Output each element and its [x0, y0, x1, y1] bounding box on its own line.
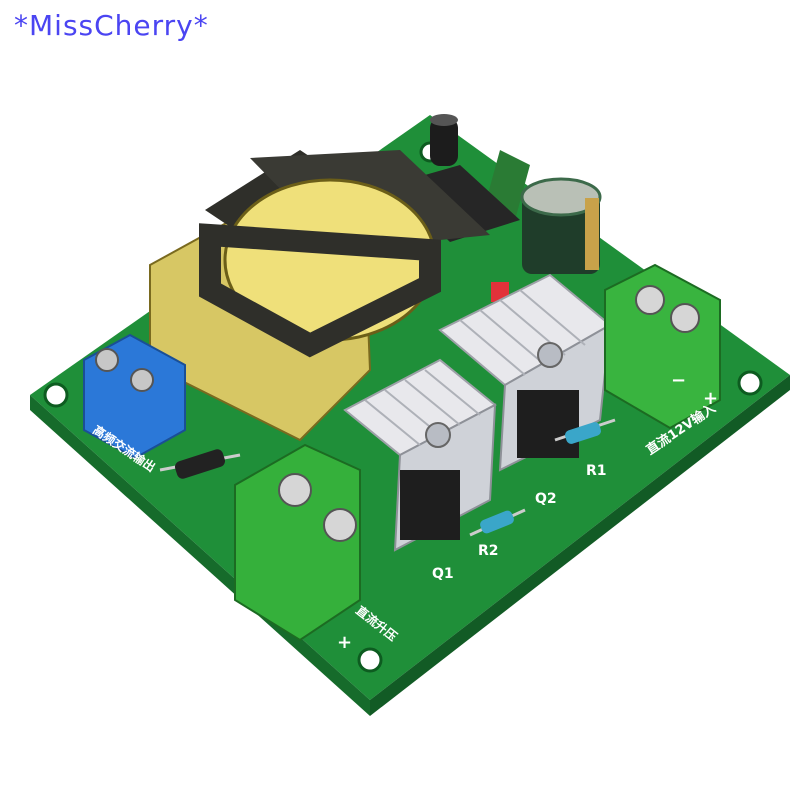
heatsink-q2 — [438, 273, 612, 472]
mounting-hole — [737, 370, 763, 396]
label-r2: R2 — [478, 543, 499, 559]
pcb-edge — [30, 395, 370, 716]
terminal-plus-sign: + — [703, 388, 718, 409]
resistor-r1 — [554, 418, 616, 444]
label-r1: R1 — [586, 463, 607, 479]
terminal-plus-sign-output: + — [337, 632, 352, 653]
label-q2: Q2 — [535, 491, 557, 507]
mounting-hole — [357, 647, 383, 673]
transformer-core-front — [199, 223, 441, 358]
terminal-minus-sign: − — [671, 370, 686, 391]
small-capacitor — [430, 118, 458, 166]
blue-terminal-block — [83, 333, 186, 460]
electrolytic-capacitor-top — [520, 177, 602, 217]
pcb-edge-right — [370, 375, 790, 716]
label-q1: Q1 — [432, 566, 454, 582]
watermark-text: *MissCherry* — [14, 9, 209, 42]
diode — [159, 449, 241, 479]
heatsink-q1 — [343, 358, 497, 552]
resistor-r2 — [469, 508, 526, 537]
mounting-hole — [43, 382, 69, 408]
green-terminal-output — [234, 443, 361, 642]
electrolytic-capacitor-stripe — [585, 198, 599, 270]
small-capacitor-top — [430, 114, 458, 126]
green-terminal-input — [604, 263, 721, 430]
